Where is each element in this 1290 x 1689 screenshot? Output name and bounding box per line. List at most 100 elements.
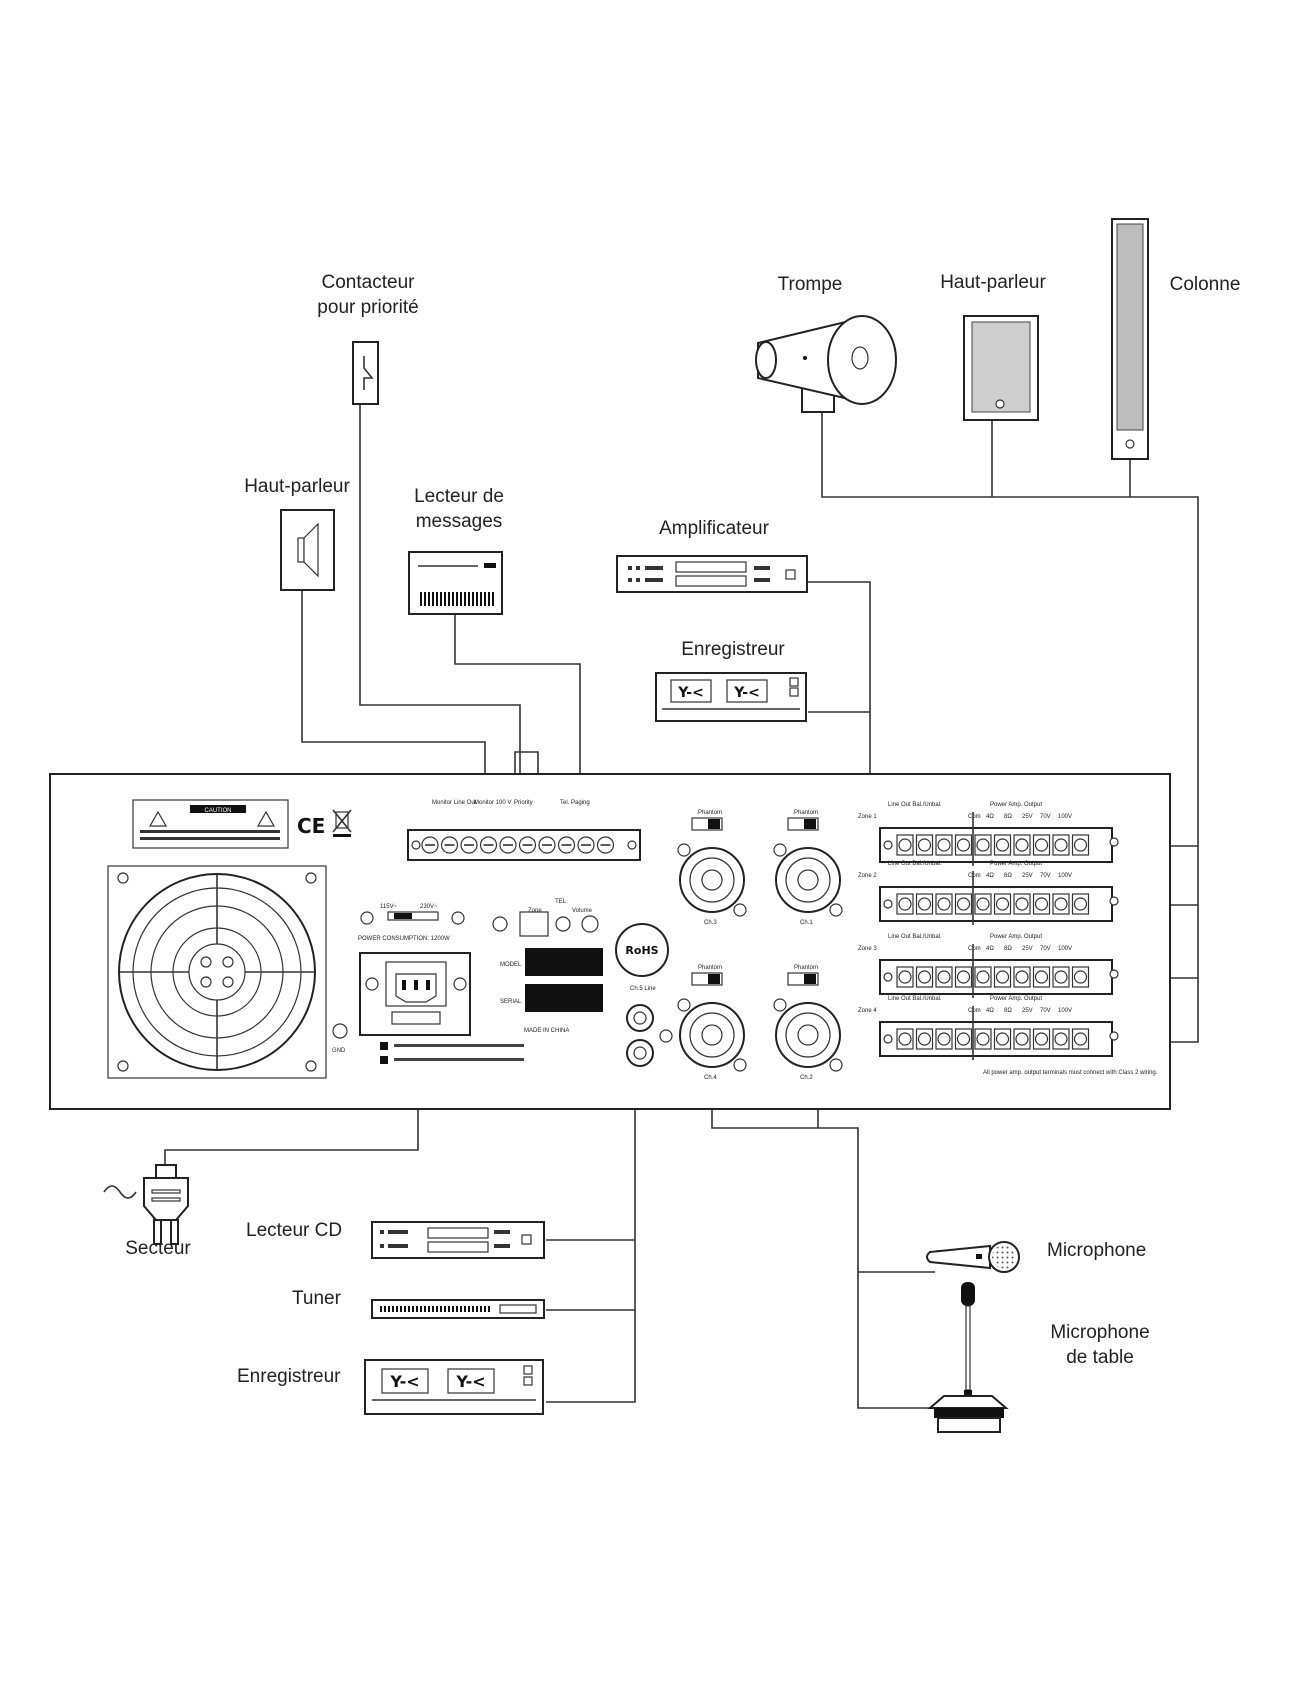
ce-mark: CE <box>297 814 325 838</box>
label-lecteur-cd: Lecteur CD <box>246 1220 343 1241</box>
terminal-screw <box>917 897 932 911</box>
power-amp-output-label: Power Amp. Output <box>990 996 1042 1002</box>
phantom-label: Phantom <box>794 965 818 971</box>
terminal-screw <box>937 970 951 984</box>
terminal-screw <box>956 897 971 911</box>
model-serial-plate: MODEL SERIAL MADE IN CHINA <box>500 948 603 1034</box>
svg-text:MADE IN CHINA: MADE IN CHINA <box>524 1028 569 1034</box>
recorder-top-icon: Y-< Y-< <box>655 672 807 722</box>
terminal-screw <box>1034 897 1049 911</box>
label-enregistreur-top: Enregistreur <box>681 639 785 660</box>
terminal-screw <box>1054 1032 1068 1046</box>
rear-panel: CAUTION CE <box>49 773 1171 1110</box>
terminal-screw <box>937 897 951 911</box>
svg-text:MODEL: MODEL <box>500 962 522 968</box>
terminal-label: 4Ω <box>986 946 994 952</box>
label-trompe: Trompe <box>777 274 843 295</box>
terminal-label: Com <box>968 1008 981 1014</box>
terminal-label: 70V <box>1040 1008 1051 1014</box>
terminal-screw <box>1034 838 1049 852</box>
terminal-screw <box>976 1032 990 1046</box>
terminal-label: 4Ω <box>986 814 994 820</box>
terminal-label: 25V <box>1022 1008 1033 1014</box>
ch3-label: Ch.3 <box>704 920 717 926</box>
monitor-speaker-icon <box>280 509 335 591</box>
zone-label: Zone 4 <box>858 1008 877 1014</box>
svg-text:RoHS: RoHS <box>625 944 658 957</box>
terminal-screw <box>1073 897 1088 911</box>
terminal-screw <box>995 838 1010 852</box>
terminal-screw <box>917 1032 932 1046</box>
tel-controls: TEL Zone Volume <box>492 899 599 937</box>
terminal-screw <box>1054 897 1068 911</box>
terminal-label: 100V <box>1058 946 1072 952</box>
terminal-label: 70V <box>1040 946 1051 952</box>
terminal-screw <box>1015 838 1029 852</box>
terminal-screw <box>898 970 912 984</box>
line-out-label: Line Out Bal./Unbal. <box>888 934 942 940</box>
terminal-screw <box>1054 838 1068 852</box>
terminal-label: Com <box>968 814 981 820</box>
terminal-screw <box>1034 970 1049 984</box>
xlr-jack-ch1: Ch.1 Phantom <box>773 810 843 926</box>
terminal-label: 25V <box>1022 946 1033 952</box>
terminal-screw <box>1073 838 1088 852</box>
ch4-label: Ch.4 <box>704 1075 717 1081</box>
svg-text:Monitor Line Out: Monitor Line Out <box>432 800 477 806</box>
caution-label: CAUTION <box>132 799 289 849</box>
terminal-label: 8Ω <box>1004 1008 1012 1014</box>
label-secteur: Secteur <box>125 1238 191 1259</box>
phantom-label: Phantom <box>794 810 818 816</box>
svg-text:Y-<: Y-< <box>733 685 760 701</box>
rohs-badge-icon: RoHS <box>615 923 669 977</box>
voltage-selector: 115V~ 230V~ POWER CONSUMPTION: 1200W <box>358 904 465 942</box>
power-inlet-icon <box>359 952 524 1064</box>
terminal-label: 70V <box>1040 873 1051 879</box>
svg-text:Tel. Paging: Tel. Paging <box>560 800 590 806</box>
label-haut-parleur-left: Haut-parleur <box>244 476 350 497</box>
terminal-label: Com <box>968 873 981 879</box>
svg-text:Ch.5 Line: Ch.5 Line <box>630 986 656 992</box>
amplifier-icon <box>616 555 808 593</box>
wiring <box>164 402 1199 1409</box>
svg-text:Y-<: Y-< <box>455 1372 485 1391</box>
terminal-screw <box>1073 1032 1088 1046</box>
svg-text:230V~: 230V~ <box>420 904 438 910</box>
terminal-label: 4Ω <box>986 873 994 879</box>
terminal-screw <box>937 1032 951 1046</box>
terminal-screw <box>898 838 912 852</box>
mic-input-jacks: Ch.3PhantomCh.1PhantomCh.4PhantomCh.2Pha… <box>677 810 843 1081</box>
svg-text:Y-<: Y-< <box>677 685 704 701</box>
zone-block-4: Zone 4 Line Out Bal./Unbal. Power Amp. Out… <box>858 996 1119 1060</box>
svg-text:Priority: Priority <box>514 800 533 806</box>
mains-plug-icon <box>103 1164 189 1245</box>
phantom-label: Phantom <box>698 965 722 971</box>
warning-note: All power amp. output terminals must con… <box>983 1070 1158 1076</box>
terminal-screw <box>956 1032 971 1046</box>
terminal-label: 25V <box>1022 814 1033 820</box>
terminal-label: 8Ω <box>1004 814 1012 820</box>
line-out-label: Line Out Bal./Unbal. <box>888 996 942 1002</box>
terminal-label: 100V <box>1058 873 1072 879</box>
label-haut-parleur-right: Haut-parleur <box>940 272 1046 293</box>
terminal-screw <box>1015 897 1029 911</box>
terminal-label: 8Ω <box>1004 946 1012 952</box>
terminal-screw <box>937 838 951 852</box>
terminal-screw <box>898 897 912 911</box>
terminal-screw <box>1034 1032 1049 1046</box>
table-microphone-icon <box>927 1282 1009 1433</box>
ch1-label: Ch.1 <box>800 920 813 926</box>
recorder-bottom-icon: Y-< Y-< <box>364 1359 544 1415</box>
weee-bin-icon <box>332 809 352 837</box>
terminal-label: 25V <box>1022 873 1033 879</box>
terminal-screw <box>995 897 1010 911</box>
label-contacteur: Contacteur pour priorité <box>317 272 419 318</box>
ch2-label: Ch.2 <box>800 1075 813 1081</box>
label-microphone-table: Microphone de table <box>1050 1322 1150 1368</box>
terminal-screw <box>1015 970 1029 984</box>
svg-text:POWER CONSUMPTION: 1200W: POWER CONSUMPTION: 1200W <box>358 936 450 942</box>
terminal-screw <box>1073 970 1088 984</box>
